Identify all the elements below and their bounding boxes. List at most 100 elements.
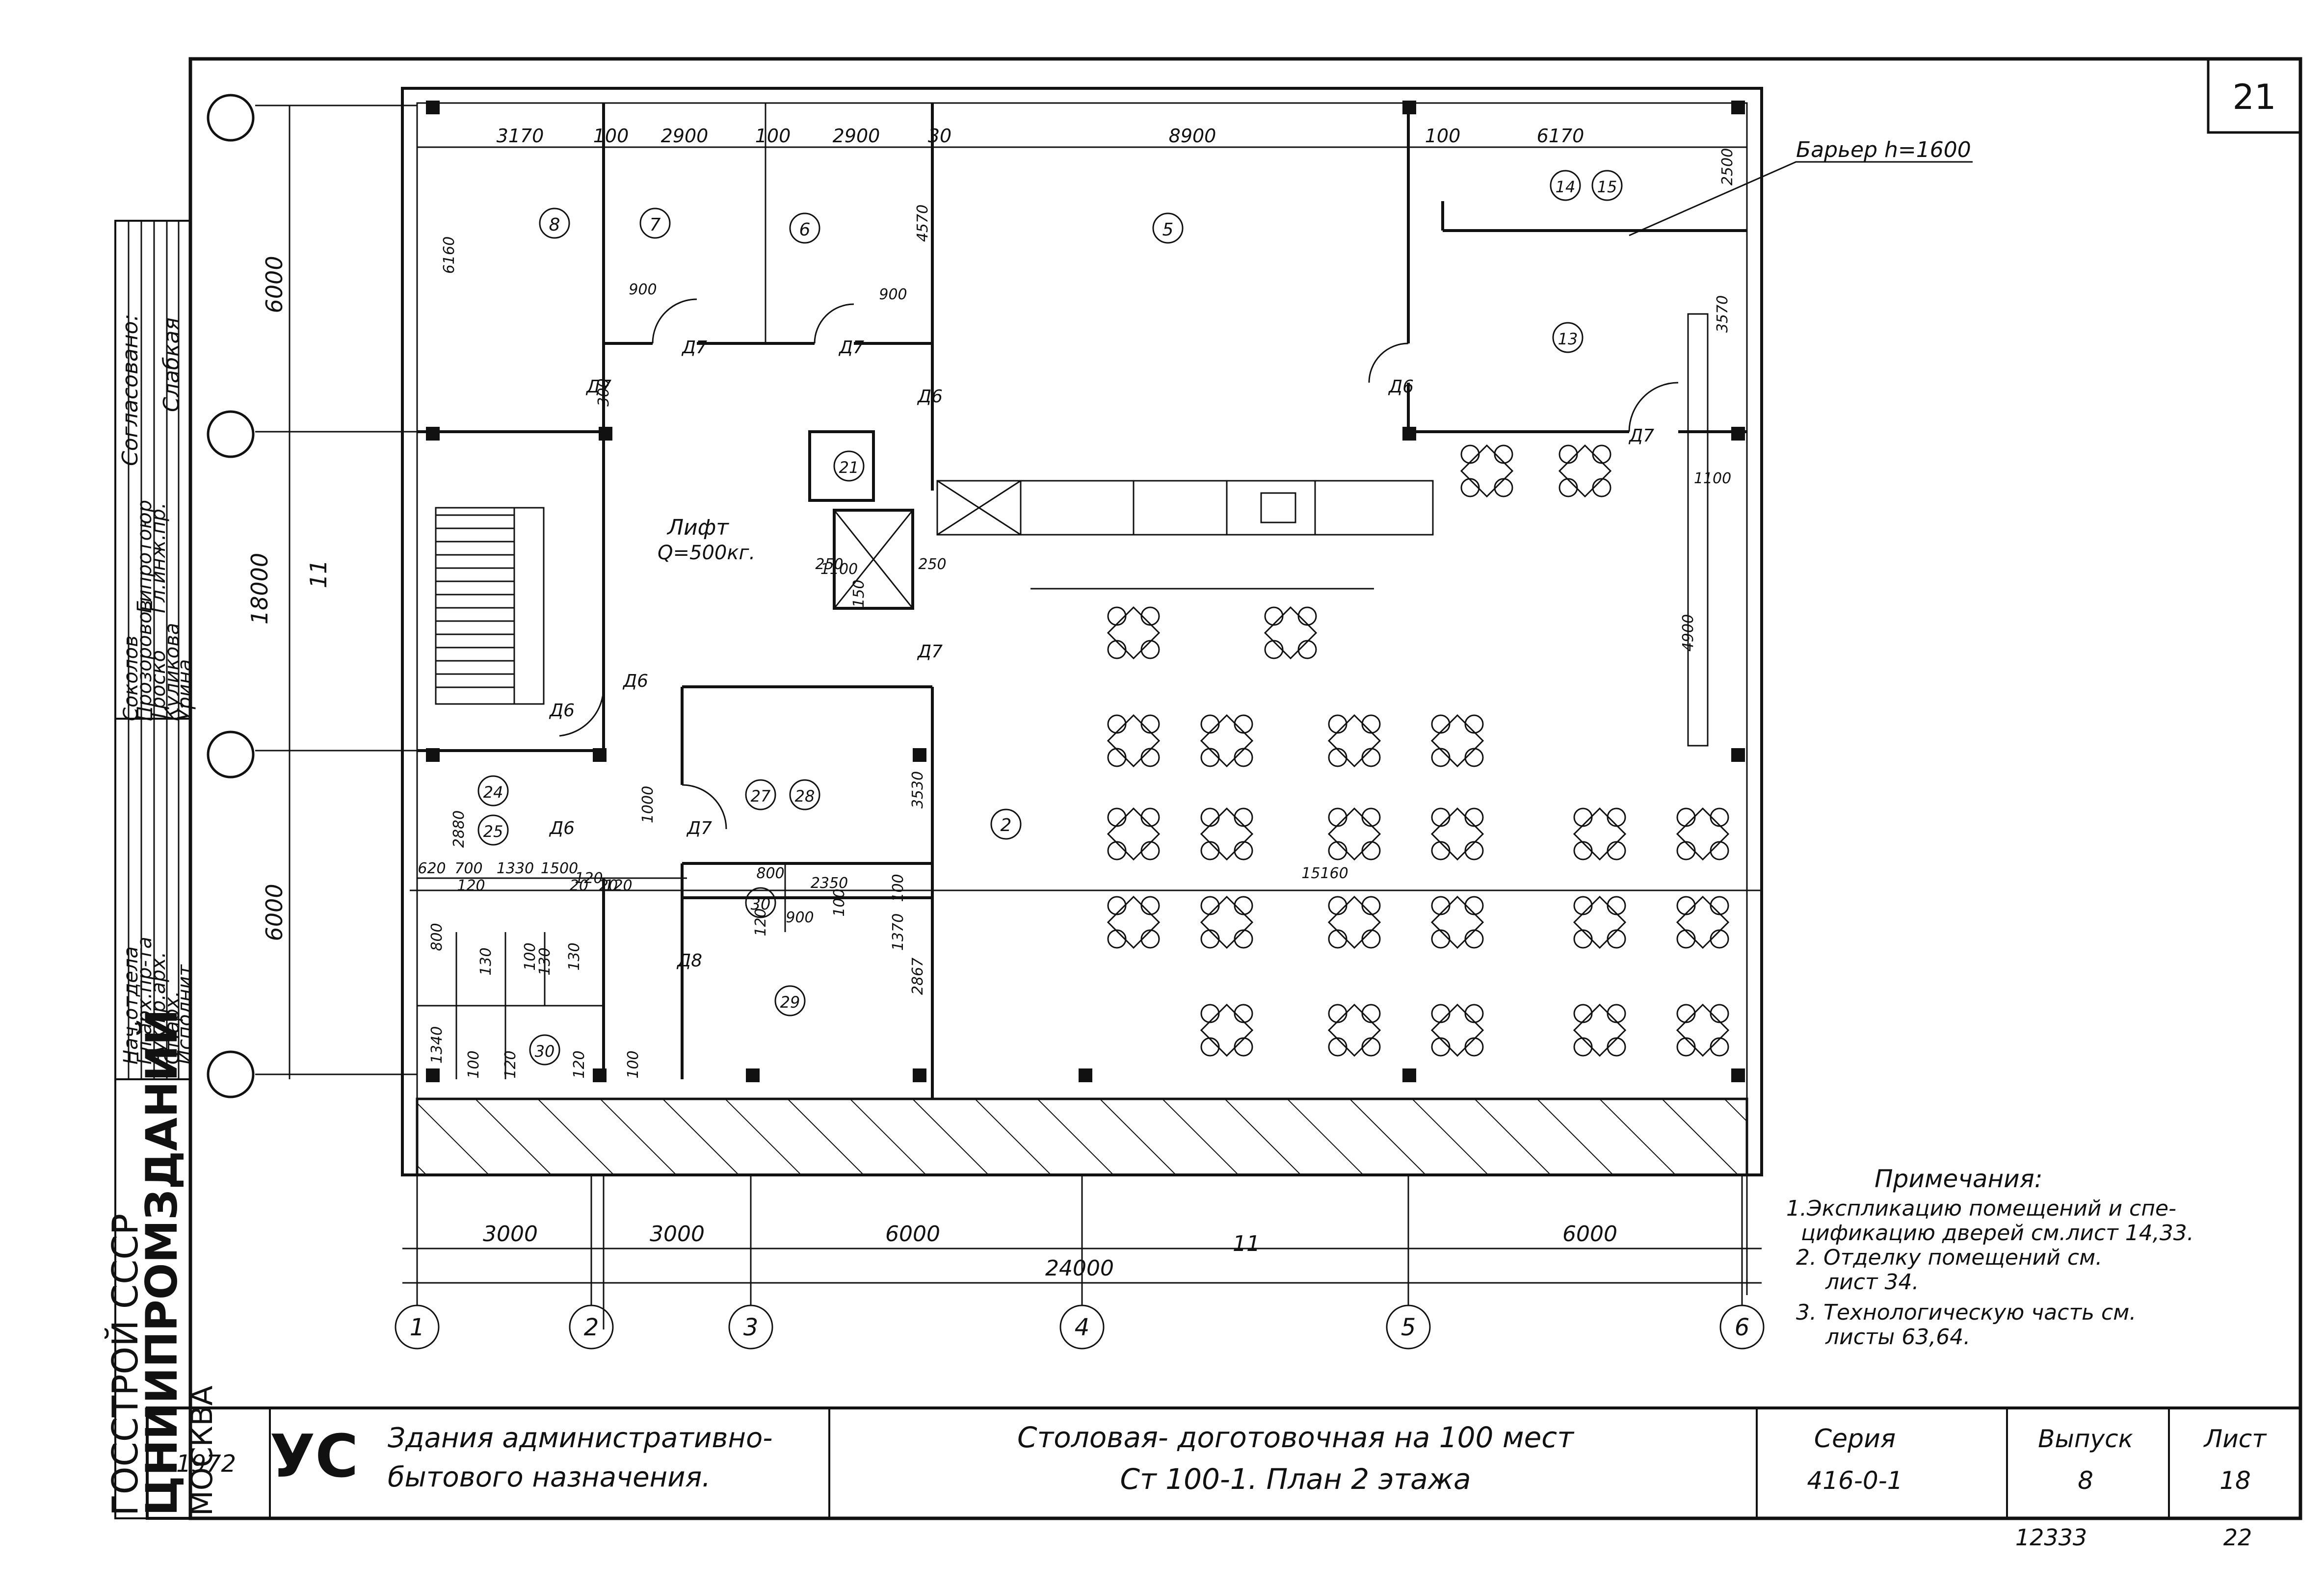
- dim-top-label: 3170: [497, 125, 544, 147]
- room-5: 5: [1162, 220, 1174, 240]
- dim-label: 100: [522, 942, 539, 970]
- dim-label: 1370: [890, 913, 907, 951]
- dining-table: [1430, 714, 1484, 768]
- dim-label: 120: [604, 877, 632, 894]
- dim-label: 3570: [1714, 295, 1731, 333]
- dining-table: [1430, 1003, 1484, 1057]
- stamp-name-2: Прозоровов: [133, 600, 156, 721]
- stamp-role-1: Нач.отдела: [120, 946, 142, 1065]
- room-21: 21: [839, 458, 859, 477]
- dining-table: [1327, 807, 1381, 861]
- stamp-name-3: Троско: [147, 650, 170, 721]
- lift-shaft: [808, 430, 914, 610]
- dining-table: [1264, 606, 1318, 660]
- door-mark: Д7: [585, 377, 611, 397]
- dim-label: 250: [815, 556, 843, 573]
- dim-label: 2880: [450, 810, 468, 848]
- axis-label: 6: [1735, 1314, 1750, 1341]
- dim-label: 4900: [1680, 614, 1697, 651]
- tb-issue-value: 8: [2078, 1466, 2093, 1495]
- tb-series-label: Серия: [1814, 1424, 1896, 1454]
- dining-table: [1200, 807, 1254, 861]
- door-mark: Д7: [681, 338, 707, 358]
- dining-table: [1107, 606, 1161, 660]
- exterior-wall-outer: [401, 87, 1763, 1176]
- dining-table: [1558, 444, 1612, 498]
- door-mark: Д7: [838, 338, 864, 358]
- stamp-role-5: Исполнит.: [174, 959, 196, 1065]
- dim-left-6000-bottom: 6000: [261, 884, 288, 941]
- dim-label: 120: [575, 870, 603, 887]
- dining-table: [1107, 807, 1161, 861]
- staircase: [435, 507, 545, 705]
- tb-issue-label: Выпуск: [2038, 1425, 2133, 1453]
- note-line-1: 1.Экспликацию помещений и спе-: [1786, 1196, 2176, 1221]
- room-8: 8: [549, 215, 560, 235]
- sheet-frame: [188, 57, 2302, 1520]
- room-30a: 30: [751, 895, 771, 913]
- stamp-name-4: Куликова: [161, 623, 184, 721]
- dim-label: 100: [625, 1050, 642, 1078]
- dim-label: 800: [756, 865, 784, 882]
- axis-label: 2: [584, 1314, 599, 1341]
- dim-label: 130: [477, 947, 495, 975]
- room-28: 28: [795, 787, 815, 806]
- exterior-wall-inner: [416, 102, 1748, 1100]
- dim-label: 100: [890, 874, 907, 902]
- dining-table: [1327, 895, 1381, 949]
- floor-plan: Лифт Q=500кг. Барьер h=1600 8 7: [246, 87, 1973, 1350]
- columns: [426, 101, 1745, 1082]
- tb-below-right: 22: [2223, 1524, 2252, 1551]
- room-25: 25: [483, 822, 503, 841]
- dim-label: 130: [536, 947, 554, 975]
- dining-table: [1460, 444, 1514, 498]
- corner-number-box: [2207, 57, 2302, 134]
- dim-label: 3530: [909, 771, 926, 808]
- notes: Примечания: 1.Экспликацию помещений и сп…: [1786, 1165, 2194, 1350]
- dim-label: 1100: [1694, 470, 1731, 487]
- door-mark: Д6: [549, 818, 575, 838]
- stamp-approval-name: Слабкая: [159, 317, 184, 412]
- axis-bubble: [395, 1304, 440, 1350]
- barrier-label: Барьер h=1600: [1796, 137, 1971, 162]
- dining-tables: [1107, 444, 1730, 1057]
- grid-lines: [410, 889, 1762, 1329]
- dim-label: 20: [599, 877, 618, 894]
- dining-table: [1676, 1003, 1730, 1057]
- dim-top-label: 6170: [1537, 125, 1585, 147]
- dining-table: [1573, 895, 1627, 949]
- dim-top-label: 30: [928, 125, 951, 147]
- tb-below-left: 12333: [2015, 1524, 2087, 1551]
- dining-table: [1107, 714, 1161, 768]
- dim-label: 120: [752, 908, 769, 936]
- dim-label: 300: [595, 378, 612, 406]
- note-line-4: лист 34.: [1825, 1270, 1919, 1295]
- stamp-name-5: Урина: [174, 659, 196, 721]
- stamp-role-3: Рук.гр.арх.: [147, 952, 170, 1065]
- dim-label: 1500: [541, 860, 578, 877]
- note-line-2: цификацию дверей см.лист 14,33.: [1801, 1221, 2194, 1246]
- left-stamp: ГОССТРОЙ СССР ЦНИИПРОМЗДАНИЙ МОСКВА Нач.…: [105, 220, 219, 1519]
- dining-table: [1676, 807, 1730, 861]
- door-mark: Д7: [686, 818, 712, 838]
- dim-label: 900: [629, 281, 657, 298]
- door-mark: Д6: [549, 701, 575, 721]
- room-29: 29: [780, 993, 800, 1012]
- stamp-approval-role2: Гл.инж.пр.: [147, 502, 170, 613]
- room-13: 13: [1558, 330, 1578, 348]
- dim-label: 900: [786, 909, 814, 926]
- lift-label-2: Q=500кг.: [658, 542, 755, 564]
- dim-label: 250: [918, 556, 946, 573]
- door-mark: Д6: [917, 387, 943, 407]
- binding-holes: [207, 94, 255, 1098]
- dim-left-equal: 11: [305, 560, 332, 589]
- axis-bubble: [728, 1304, 773, 1350]
- dim-label: 1340: [428, 1026, 446, 1064]
- dim-top-label: 100: [593, 125, 629, 147]
- dim-top-label: 2900: [833, 125, 880, 147]
- door-mark: Д7: [1628, 426, 1654, 446]
- room-24: 24: [483, 783, 503, 802]
- dim-label: 1330: [497, 860, 534, 877]
